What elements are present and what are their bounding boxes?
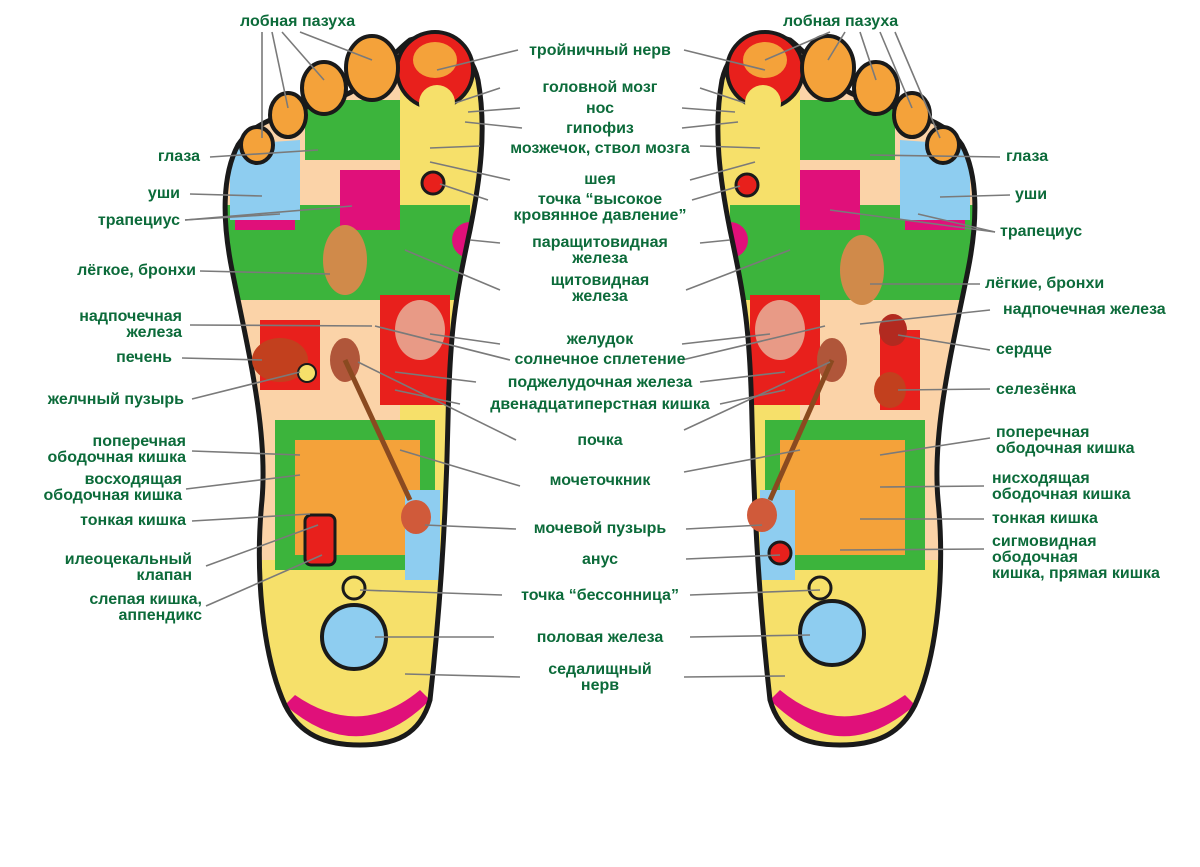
- label-trapezius-left: трапециус: [97, 212, 180, 229]
- label-bladder: мочевой пузырь: [533, 520, 667, 537]
- label-liver: печень: [116, 349, 172, 366]
- label-ureter: мочеточкник: [549, 472, 651, 489]
- label-trigeminal-nerve: тройничный нерв: [529, 42, 671, 59]
- label-gallbladder: желчный пузырь: [47, 391, 184, 408]
- label-brain: головной мозг: [542, 79, 658, 96]
- label-adrenal-right: надпочечная железа: [1003, 301, 1166, 318]
- label-lungs-right: лёгкие, бронхи: [985, 275, 1105, 292]
- label-cerebellum: мозжечок, ствол мозга: [510, 140, 690, 157]
- label-cecum-appendix: слепая кишка,аппендикс: [89, 591, 202, 624]
- label-small-intestine-left: тонкая кишка: [80, 512, 186, 529]
- label-heart: сердце: [996, 341, 1053, 358]
- label-nose: нос: [585, 100, 615, 117]
- label-eyes-left: глаза: [157, 148, 200, 165]
- label-frontal-sinus-left: лобная пазуха: [240, 13, 356, 30]
- label-duodenum: двенадцатиперстная кишка: [490, 396, 710, 413]
- label-lung-left: лёгкое, бронхи: [77, 262, 196, 279]
- label-spleen: селезёнка: [996, 381, 1077, 398]
- label-anus: анус: [582, 551, 618, 568]
- leader-lines: [181, 31, 1011, 678]
- label-pituitary: гипофиз: [566, 120, 634, 137]
- label-trapezius-right: трапециус: [1000, 223, 1083, 240]
- label-eyes-right: глаза: [1006, 148, 1049, 165]
- label-small-intestine-right: тонкая кишка: [992, 510, 1098, 527]
- label-frontal-sinus-right: лобная пазуха: [783, 13, 899, 30]
- left-foot: [225, 30, 488, 760]
- label-ears-right: уши: [1015, 186, 1048, 203]
- label-insomnia-point: точка “бессонница”: [521, 587, 679, 604]
- label-ears-left: уши: [147, 185, 180, 202]
- label-gonad: половая железа: [536, 629, 664, 646]
- label-neck: шея: [584, 171, 616, 188]
- label-kidney: почка: [577, 432, 623, 449]
- label-pancreas: поджелудочная железа: [507, 374, 693, 391]
- label-stomach: желудок: [566, 331, 634, 348]
- right-foot: [712, 30, 975, 760]
- label-solar-plexus: солнечное сплетение: [514, 351, 686, 368]
